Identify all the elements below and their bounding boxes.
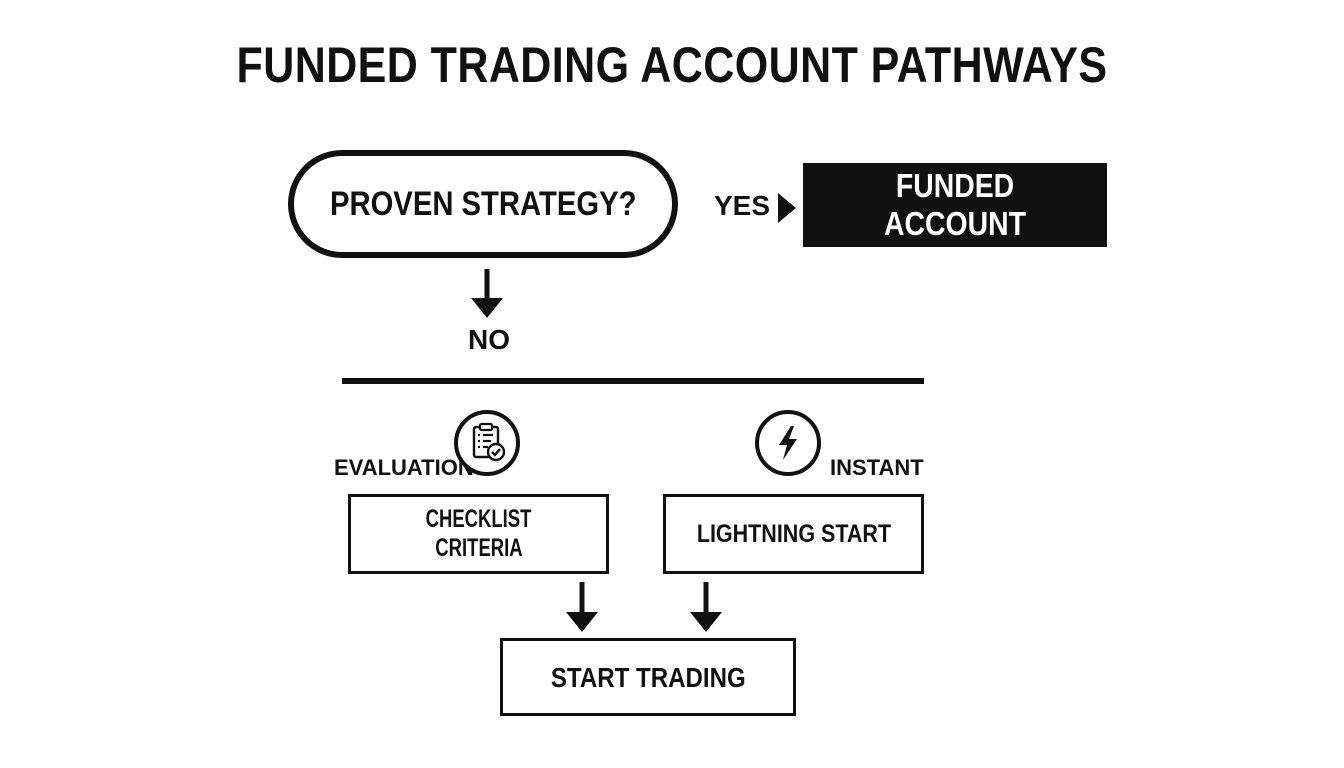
start-trading-label: START TRADING bbox=[550, 661, 746, 693]
instant-label: INSTANT bbox=[830, 455, 924, 480]
funded-account-node: FUNDED ACCOUNT bbox=[803, 163, 1107, 247]
no-arrow bbox=[471, 269, 503, 318]
yes-label: YES bbox=[714, 190, 771, 221]
lightning-bolt-glyph bbox=[779, 426, 797, 460]
clipboard-check-icon bbox=[454, 410, 520, 476]
page-title: FUNDED TRADING ACCOUNT PATHWAYS bbox=[236, 37, 1108, 93]
branch-divider bbox=[342, 378, 924, 384]
lightning-start-label: LIGHTNING START bbox=[696, 519, 891, 548]
funded-account-label: FUNDED ACCOUNT bbox=[884, 167, 1026, 242]
yes-arrow bbox=[778, 193, 796, 223]
decision-label: PROVEN STRATEGY? bbox=[329, 184, 637, 223]
no-label: NO bbox=[468, 324, 510, 355]
clipboard-check-glyph bbox=[472, 422, 506, 462]
checklist-line: CHECKLIST bbox=[425, 505, 532, 533]
lightning-to-start-arrow bbox=[690, 582, 722, 632]
start-trading-node: START TRADING bbox=[500, 638, 796, 716]
checklist-criteria-node: CHECKLIST CRITERIA bbox=[348, 494, 609, 574]
evaluation-label: EVALUATION bbox=[334, 455, 474, 480]
criteria-line: CRITERIA bbox=[434, 534, 523, 562]
lightning-bolt-icon bbox=[755, 410, 821, 476]
decision-node: PROVEN STRATEGY? bbox=[288, 150, 678, 258]
checklist-to-start-arrow bbox=[566, 582, 598, 632]
lightning-start-node: LIGHTNING START bbox=[663, 494, 924, 574]
